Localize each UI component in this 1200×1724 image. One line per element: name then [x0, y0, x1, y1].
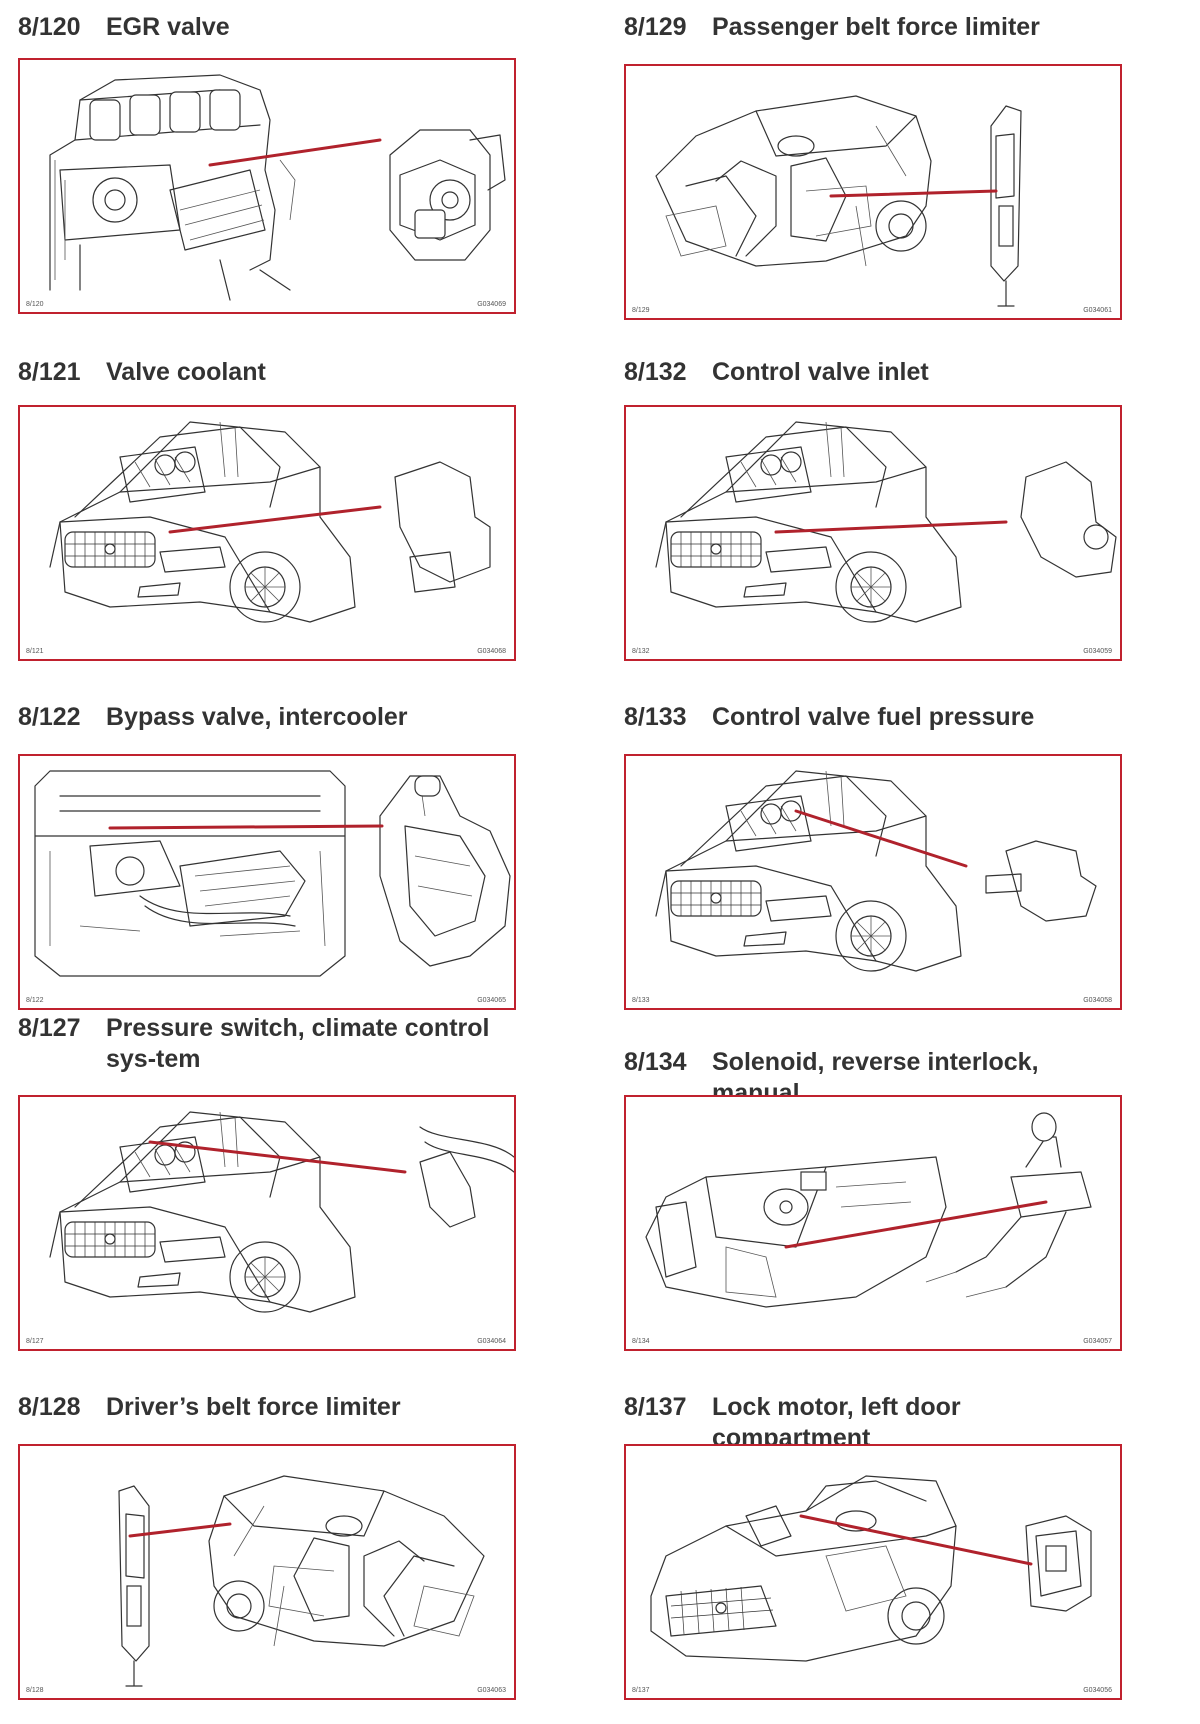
- entry-figure: 8/137 G034056: [624, 1444, 1122, 1700]
- figure-id: G034057: [1083, 1338, 1112, 1345]
- entry-heading: 8/133 Control valve fuel pressure: [624, 702, 1124, 733]
- figure-id: G034065: [477, 997, 506, 1004]
- entry-figure: 8/133 G034058: [624, 754, 1122, 1010]
- entry-title: Bypass valve, intercooler: [106, 703, 408, 731]
- entry-figure: 8/128 G034063: [18, 1444, 516, 1700]
- figure-ref: 8/129: [632, 307, 650, 314]
- car-interior-icon: [20, 1446, 514, 1698]
- figure-id: G034059: [1083, 648, 1112, 655]
- figure-ref: 8/121: [26, 648, 44, 655]
- entry-code: 8/134: [624, 1048, 687, 1076]
- entry-heading: 8/129 Passenger belt force limiter: [624, 12, 1124, 43]
- car-interior-icon: [626, 66, 1120, 318]
- figure-id: G034058: [1083, 997, 1112, 1004]
- gear-shifter-icon: [626, 1097, 1120, 1349]
- entry-heading: 8/127 Pressure switch, climate control sy…: [18, 1013, 518, 1075]
- entry-title: Passenger belt force limiter: [712, 13, 1040, 41]
- entry-title: Control valve fuel pressure: [712, 703, 1035, 731]
- figure-id: G034063: [477, 1687, 506, 1694]
- car-front-open-hood-icon: [626, 756, 1097, 1008]
- entry-code: 8/129: [624, 13, 687, 41]
- figure-id: G034056: [1083, 1687, 1112, 1694]
- entry-figure: 8/127 G034064: [18, 1095, 516, 1351]
- entry-title: Control valve inlet: [712, 358, 929, 386]
- entry-heading: 8/122 Bypass valve, intercooler: [18, 702, 518, 733]
- entry-title: Lock motor, left door compartment: [712, 1393, 961, 1452]
- entry-heading: 8/121 Valve coolant: [18, 357, 518, 388]
- entry-code: 8/132: [624, 358, 687, 386]
- figure-ref: 8/137: [632, 1687, 650, 1694]
- figure-ref: 8/134: [632, 1338, 650, 1345]
- entry-heading: 8/137 Lock motor, left door compartment: [624, 1392, 1124, 1454]
- entry-figure: 8/132 G034059: [624, 405, 1122, 661]
- figure-ref: 8/127: [26, 1338, 44, 1345]
- figure-ref: 8/128: [26, 1687, 44, 1694]
- figure-ref: 8/122: [26, 997, 44, 1004]
- entry-title: EGR valve: [106, 13, 230, 41]
- entry-figure: 8/129 G034061: [624, 64, 1122, 320]
- figure-ref: 8/132: [632, 648, 650, 655]
- entry-heading: 8/120 EGR valve: [18, 12, 518, 43]
- figure-ref: 8/133: [632, 997, 650, 1004]
- entry-code: 8/121: [18, 358, 81, 386]
- entry-code: 8/122: [18, 703, 81, 731]
- car-front-open-hood-icon: [20, 1097, 514, 1349]
- entry-figure: 8/120 G034069: [18, 58, 516, 314]
- figure-id: G034069: [477, 301, 506, 308]
- entry-heading: 8/128 Driver’s belt force limiter: [18, 1392, 518, 1423]
- entry-title: Pressure switch, climate control sys-tem: [106, 1014, 490, 1073]
- figure-id: G034064: [477, 1338, 506, 1345]
- figure-id: G034068: [477, 648, 506, 655]
- entry-code: 8/127: [18, 1014, 81, 1042]
- engine-icon: [20, 60, 514, 312]
- entry-figure: 8/121 G034068: [18, 405, 516, 661]
- car-front-open-hood-icon: [626, 407, 1117, 659]
- entry-code: 8/133: [624, 703, 687, 731]
- entry-heading: 8/132 Control valve inlet: [624, 357, 1124, 388]
- entry-title: Driver’s belt force limiter: [106, 1393, 401, 1421]
- entry-title: Valve coolant: [106, 358, 266, 386]
- convertible-car-icon: [626, 1446, 1120, 1698]
- figure-id: G034061: [1083, 307, 1112, 314]
- entry-code: 8/128: [18, 1393, 81, 1421]
- entry-figure: 8/134 G034057: [624, 1095, 1122, 1351]
- engine-bay-icon: [20, 756, 514, 1008]
- entry-code: 8/137: [624, 1393, 687, 1421]
- entry-code: 8/120: [18, 13, 81, 41]
- figure-ref: 8/120: [26, 301, 44, 308]
- entry-figure: 8/122 G034065: [18, 754, 516, 1010]
- car-front-open-hood-icon: [20, 407, 491, 659]
